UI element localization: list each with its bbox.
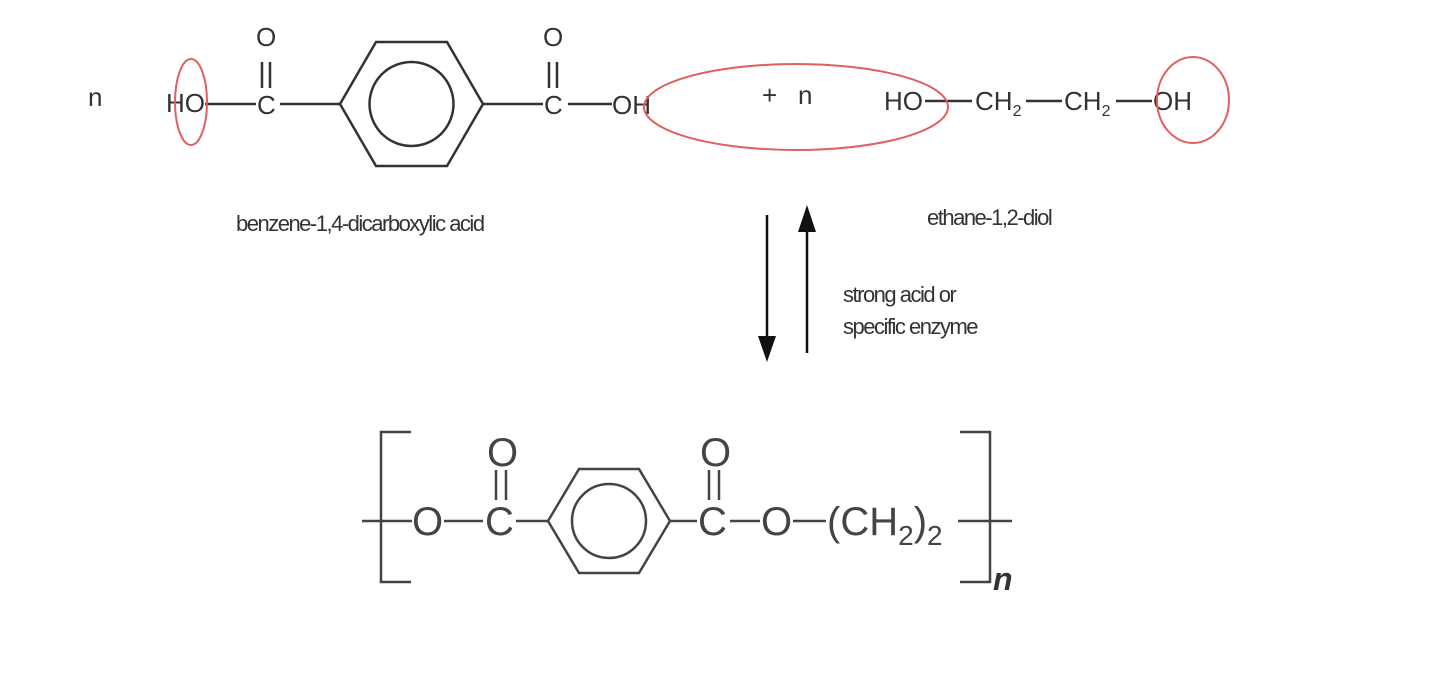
condition-line-2: specific enzyme: [843, 314, 978, 339]
diol-name-label: ethane-1,2-diol: [927, 205, 1052, 230]
polymer-carbon-1: C: [485, 500, 514, 544]
polymer-ring-circle: [570, 482, 648, 560]
polymer-repeat-n: n: [993, 561, 1013, 597]
acid-ring-circle: [368, 60, 455, 148]
acid-carbon-1: C: [257, 90, 276, 120]
plus-sign: +: [762, 80, 777, 110]
coefficient-n-right: n: [798, 80, 812, 110]
acid-benzene-ring: [338, 40, 485, 168]
acid-oxygen-1: O: [256, 22, 276, 52]
acid-name-label: benzene-1,4-dicarboxylic acid: [236, 211, 484, 236]
forward-arrow-head: [758, 336, 776, 362]
reverse-arrow-head: [798, 205, 816, 232]
condition-line-1: strong acid or: [843, 282, 956, 307]
acid-oxygen-2: O: [543, 22, 563, 52]
polymer-o-right: O: [761, 500, 792, 544]
polymer-carbon-2: C: [698, 500, 727, 544]
polymer-oxygen-1: O: [487, 431, 518, 475]
diol-ch2-b: CH2: [1064, 86, 1111, 120]
right-bracket: [960, 430, 992, 584]
diol-ho-group: HO: [884, 86, 923, 116]
highlight-oh-right: [1156, 56, 1230, 144]
polymer-o-left: O: [412, 500, 443, 544]
polymer-oxygen-2: O: [700, 431, 731, 475]
polymer-ch2-group: (CH2)2: [827, 500, 943, 551]
diol-oh-group: OH: [1153, 86, 1192, 116]
coefficient-n-left: n: [88, 82, 102, 112]
highlight-oh-ho-middle: [643, 63, 949, 151]
acid-ho-group: HO: [166, 88, 205, 118]
highlight-ho-left: [174, 58, 208, 146]
left-bracket: [379, 430, 411, 584]
diol-ch2-a: CH2: [975, 86, 1022, 120]
acid-carbon-2: C: [544, 90, 563, 120]
